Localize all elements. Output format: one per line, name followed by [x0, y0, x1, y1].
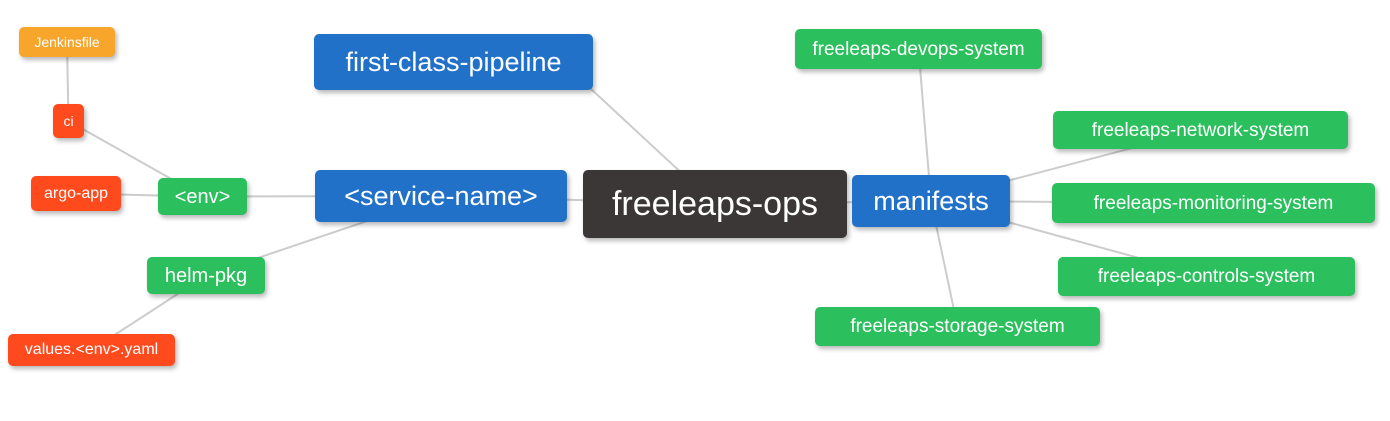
node-freeleaps-network-system[interactable]: freeleaps-network-system	[1053, 111, 1348, 149]
node-label: freeleaps-monitoring-system	[1093, 192, 1334, 214]
node-label: freeleaps-controls-system	[1097, 266, 1316, 287]
node-label: Jenkinsfile	[34, 34, 100, 50]
node-env[interactable]: <env>	[158, 178, 247, 215]
node-label: manifests	[873, 185, 989, 216]
node-label: helm-pkg	[164, 264, 248, 287]
node-label: <env>	[174, 185, 231, 208]
node-manifests[interactable]: manifests	[852, 175, 1010, 227]
node-ci[interactable]: ci	[53, 104, 84, 138]
node-label: first-class-pipeline	[345, 46, 562, 77]
node-freeleaps-ops[interactable]: freeleaps-ops	[583, 170, 847, 238]
node-freeleaps-controls-system[interactable]: freeleaps-controls-system	[1058, 257, 1355, 296]
node-label: argo-app	[43, 184, 109, 202]
node-freeleaps-monitoring-system[interactable]: freeleaps-monitoring-system	[1052, 183, 1375, 223]
node-service-name[interactable]: <service-name>	[315, 170, 567, 222]
node-freeleaps-storage-system[interactable]: freeleaps-storage-system	[815, 307, 1100, 346]
node-label: ci	[63, 113, 74, 129]
node-label: freeleaps-ops	[611, 185, 818, 223]
node-jenkinsfile[interactable]: Jenkinsfile	[19, 27, 115, 57]
node-label: freeleaps-storage-system	[850, 316, 1065, 337]
node-values-env-yaml[interactable]: values.<env>.yaml	[8, 334, 175, 366]
node-first-class-pipeline[interactable]: first-class-pipeline	[314, 34, 593, 90]
node-helm-pkg[interactable]: helm-pkg	[147, 257, 265, 294]
node-label: freeleaps-devops-system	[812, 38, 1025, 60]
node-label: values.<env>.yaml	[24, 341, 159, 358]
node-label: freeleaps-network-system	[1091, 119, 1310, 141]
node-freeleaps-devops-system[interactable]: freeleaps-devops-system	[795, 29, 1042, 69]
node-argo-app[interactable]: argo-app	[31, 176, 121, 211]
node-label: <service-name>	[344, 180, 538, 211]
